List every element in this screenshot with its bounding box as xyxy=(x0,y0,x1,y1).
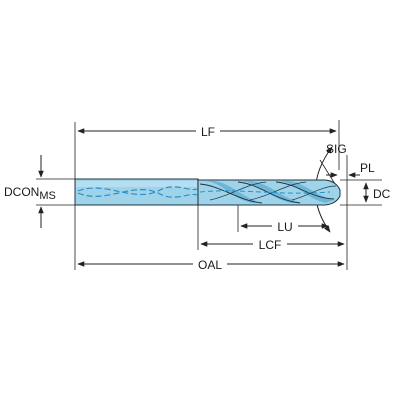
dconms-label-sub: MS xyxy=(39,190,56,202)
lu-label-bg xyxy=(272,218,298,234)
oal-label: OAL xyxy=(198,258,222,272)
dconms-label: DCONMS xyxy=(4,185,56,202)
lf-label: LF xyxy=(201,125,215,139)
flute-helix-2 xyxy=(240,181,302,203)
oal-label-bg xyxy=(193,256,227,272)
shank-highlight xyxy=(76,181,197,187)
lu-label: LU xyxy=(277,220,292,234)
flute-edge-3 xyxy=(275,181,335,200)
lf-label-bg xyxy=(196,123,220,139)
sig-label: SIG xyxy=(326,142,347,156)
coolant-channel-upper xyxy=(77,186,198,196)
flute-edge-5 xyxy=(249,181,307,201)
flute-edge-4 xyxy=(209,181,267,201)
flute-edge-6 xyxy=(291,185,337,201)
lcf-label-bg xyxy=(253,236,287,252)
coolant-channel-flute xyxy=(199,190,331,194)
coolant-channel-lower xyxy=(77,189,198,198)
dconms-label-main: DCON xyxy=(4,185,39,199)
lcf-label: LCF xyxy=(259,238,282,252)
flute-edge-1 xyxy=(199,183,263,204)
dc-label: DC xyxy=(373,187,391,201)
pl-label: PL xyxy=(360,161,375,175)
